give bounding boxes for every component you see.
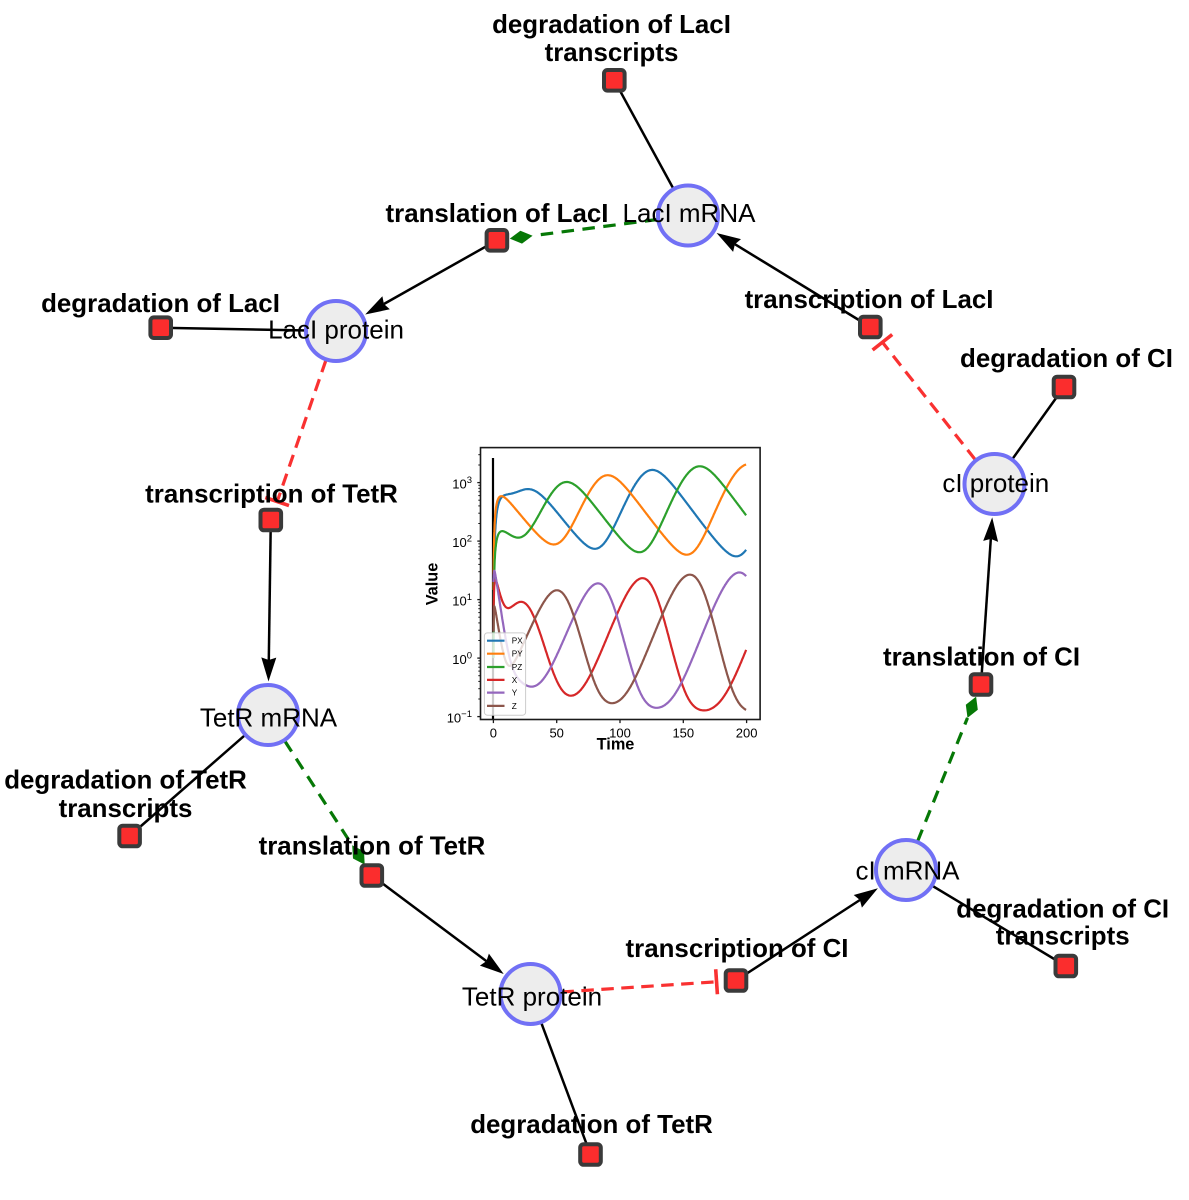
svg-text:LacI mRNA: LacI mRNA [623, 198, 757, 228]
svg-text:150: 150 [672, 726, 694, 741]
svg-text:transcripts: transcripts [59, 795, 193, 823]
svg-text:transcription of CI: transcription of CI [626, 935, 849, 963]
svg-text:PY: PY [512, 650, 523, 659]
svg-text:TetR mRNA: TetR mRNA [200, 702, 338, 732]
svg-text:degradation of LacI: degradation of LacI [492, 11, 731, 39]
svg-text:translation of CI: translation of CI [883, 644, 1080, 672]
svg-text:degradation of TetR: degradation of TetR [4, 766, 247, 794]
svg-text:50: 50 [549, 726, 563, 741]
svg-text:Y: Y [512, 689, 518, 698]
svg-text:cI protein: cI protein [942, 468, 1049, 498]
svg-text:100: 100 [609, 726, 631, 741]
svg-text:translation of TetR: translation of TetR [259, 833, 486, 861]
svg-text:Value: Value [424, 563, 442, 606]
svg-text:Z: Z [512, 702, 517, 711]
svg-text:translation of LacI: translation of LacI [386, 200, 609, 228]
svg-text:Time: Time [597, 736, 635, 754]
svg-text:degradation of CI: degradation of CI [960, 345, 1173, 373]
svg-text:TetR protein: TetR protein [462, 981, 602, 1011]
svg-text:PX: PX [512, 637, 523, 646]
svg-text:X: X [512, 676, 518, 685]
svg-text:degradation of LacI: degradation of LacI [41, 290, 280, 318]
svg-text:transcripts: transcripts [996, 923, 1130, 951]
svg-text:200: 200 [736, 726, 758, 741]
svg-text:cI mRNA: cI mRNA [856, 856, 961, 886]
svg-text:0: 0 [490, 726, 497, 741]
svg-text:PZ: PZ [512, 663, 522, 672]
svg-text:LacI protein: LacI protein [268, 314, 404, 344]
svg-text:degradation of TetR: degradation of TetR [470, 1111, 713, 1139]
svg-text:degradation of CI: degradation of CI [956, 896, 1169, 924]
svg-text:transcription of TetR: transcription of TetR [145, 481, 398, 509]
svg-text:transcription of LacI: transcription of LacI [745, 286, 994, 314]
svg-text:transcripts: transcripts [545, 39, 679, 67]
